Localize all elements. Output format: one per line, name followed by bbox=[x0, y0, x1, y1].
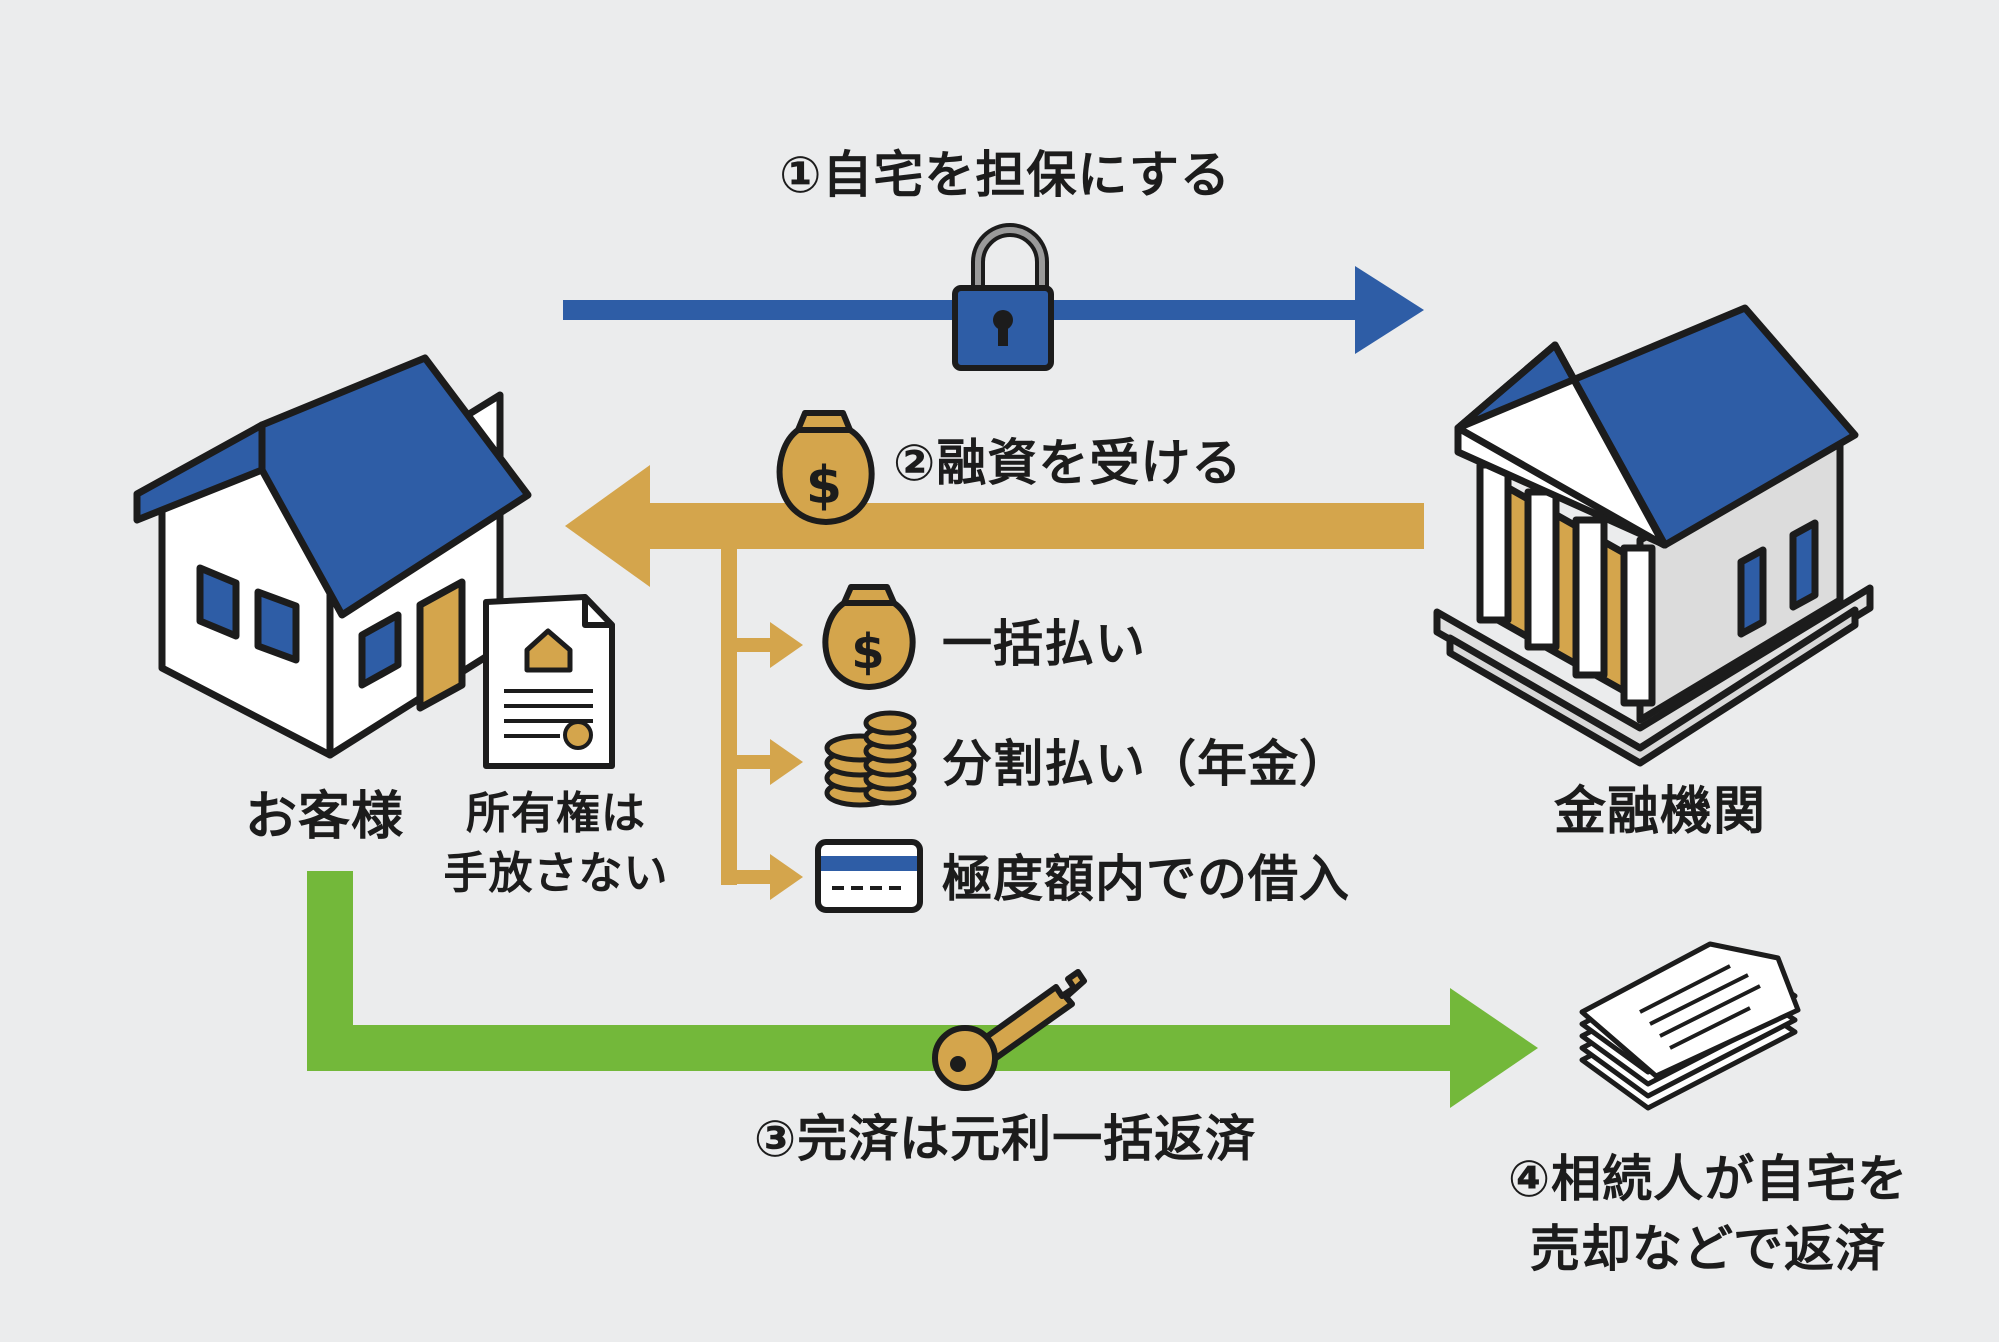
step1-label: ①自宅を担保にする bbox=[779, 146, 1231, 204]
bank-label: 金融機関 bbox=[1553, 782, 1767, 842]
money-bag-icon: $ bbox=[822, 584, 916, 690]
repayment-arrow bbox=[307, 871, 1538, 1108]
money-bag-icon: $ bbox=[776, 410, 875, 525]
option-credit-line: 極度額内での借入 bbox=[942, 850, 1350, 908]
option-lump-sum: 一括払い bbox=[942, 615, 1146, 673]
bank-building-icon bbox=[1433, 304, 1874, 767]
credit-card-icon bbox=[815, 839, 923, 913]
loan-arrow bbox=[565, 465, 1424, 900]
ownership-note-line2: 手放さない bbox=[443, 848, 669, 899]
step4-label-line1: ④相続人が自宅を bbox=[1507, 1150, 1909, 1208]
coin-stack-icon bbox=[824, 710, 917, 808]
property-deed-icon bbox=[483, 594, 615, 769]
padlock-icon bbox=[952, 223, 1054, 371]
customer-label: お客様 bbox=[245, 787, 405, 847]
house-icon bbox=[133, 354, 532, 759]
step3-label: ③完済は元利一括返済 bbox=[753, 1110, 1257, 1168]
step4-label-line2: 売却などで返済 bbox=[1530, 1220, 1886, 1278]
ownership-note-line1: 所有権は bbox=[466, 788, 646, 839]
svg-text:$: $ bbox=[851, 624, 884, 680]
option-installments: 分割払い（年金） bbox=[942, 735, 1350, 793]
key-icon bbox=[932, 969, 1087, 1091]
document-stack-icon bbox=[1579, 941, 1801, 1111]
step2-label: ②融資を受ける bbox=[893, 434, 1243, 492]
svg-text:$: $ bbox=[806, 456, 842, 516]
